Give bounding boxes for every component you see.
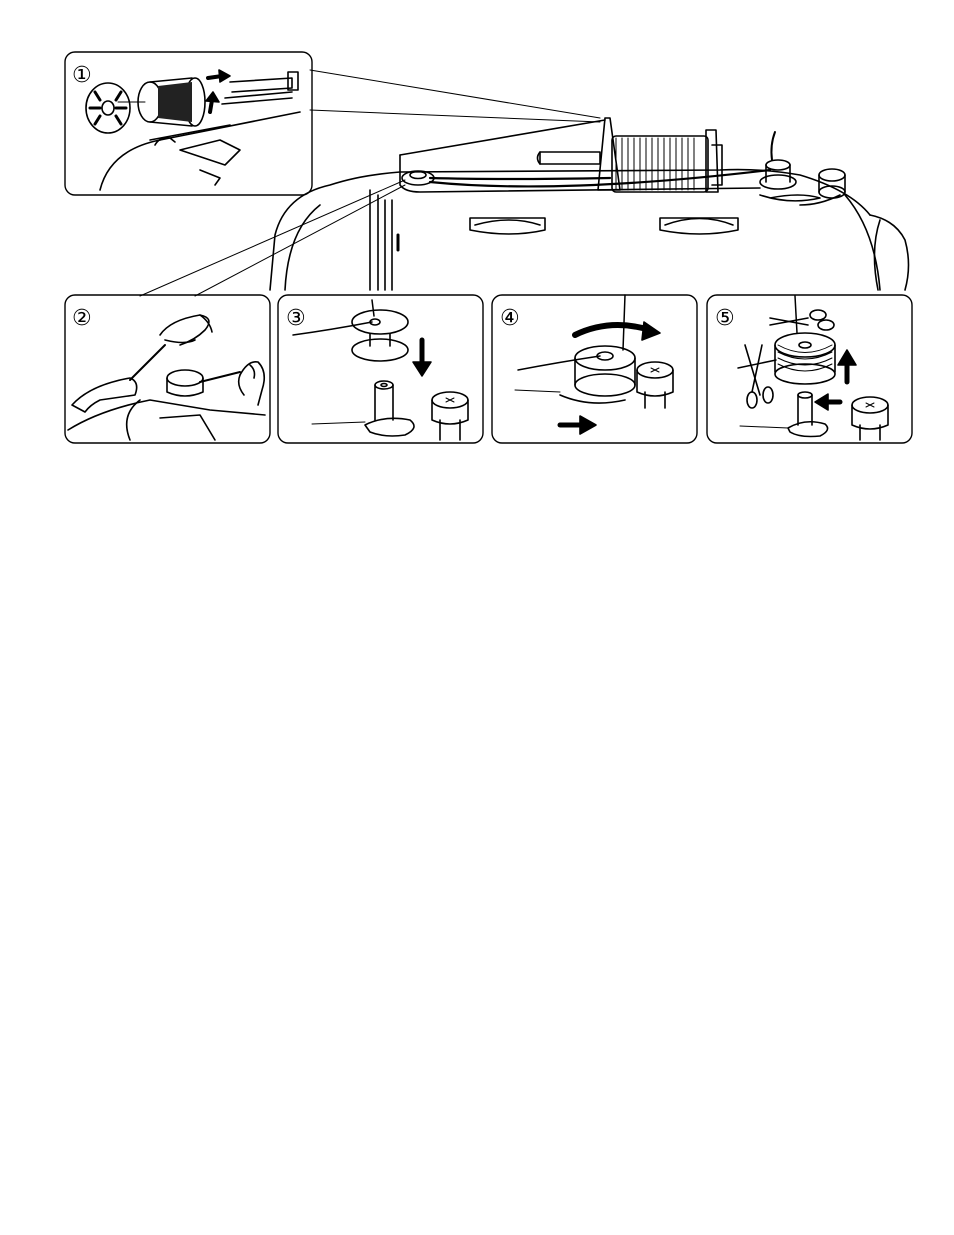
machine-top-illustration (140, 70, 909, 296)
spool-cap-icon (86, 83, 130, 133)
bobbin-icon (352, 310, 408, 361)
bobbin-icon (775, 333, 835, 384)
bobbin-icon (575, 346, 635, 396)
step-3-label: ③ (286, 306, 306, 331)
step-4-label: ④ (500, 306, 520, 331)
step-2-panel: ② (65, 295, 270, 443)
step-2-label: ② (72, 306, 92, 331)
step-5-label: ⑤ (715, 306, 735, 331)
step-1-panel: ① (65, 52, 312, 195)
scissors-icon (770, 310, 834, 330)
spool-pin (540, 152, 600, 164)
step-4-panel: ④ (492, 295, 697, 443)
bobbin-winder (760, 132, 880, 290)
handle-recess-right (660, 218, 738, 234)
scissors-icon (745, 345, 773, 408)
hand-icon (239, 362, 265, 405)
thread-spool-icon (118, 78, 205, 126)
step-3-panel: ③ (278, 295, 483, 443)
step-1-label: ① (72, 63, 92, 88)
step-5-panel: ⑤ (707, 295, 912, 443)
arrow-icon (575, 325, 650, 335)
hand-icon (160, 315, 212, 345)
